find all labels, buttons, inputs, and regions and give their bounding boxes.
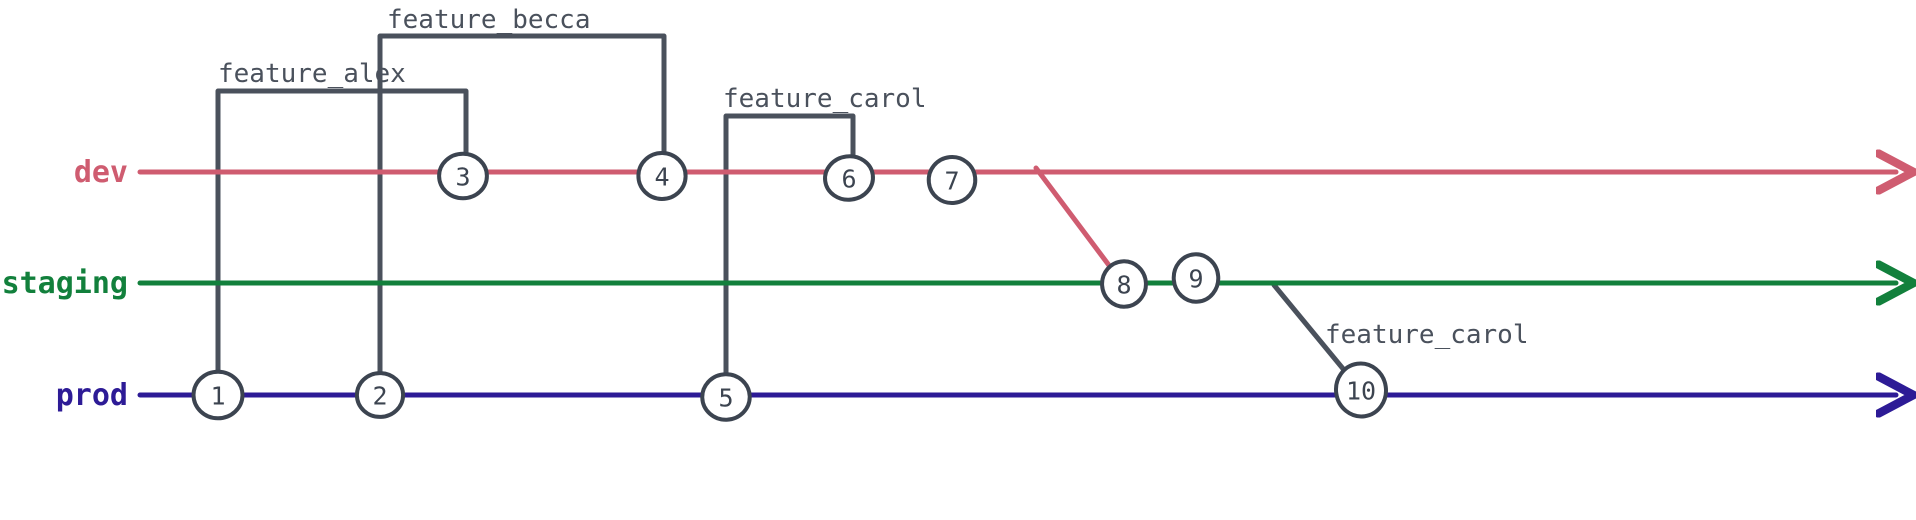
commit-circle-6 (823, 154, 875, 202)
commit-circle-3 (437, 151, 489, 201)
commit-circle-1 (191, 369, 245, 421)
commit-circle-8 (1100, 259, 1148, 309)
commit-label-2: 2 (372, 382, 387, 411)
commit-circle-9 (1171, 252, 1221, 304)
commit-nodes: 1 2 3 4 5 6 7 8 9 10 (191, 151, 1390, 422)
commit-circle-10 (1334, 361, 1388, 419)
lane-label-staging: staging (2, 266, 128, 301)
commit-node-5[interactable]: 5 (700, 372, 752, 422)
commit-node-9[interactable]: 9 (1171, 252, 1221, 304)
lane-label-dev: dev (74, 155, 128, 190)
branch-label-feature-alex-0: feature_alex (218, 59, 406, 89)
commit-label-4: 4 (654, 163, 669, 192)
commit-label-3: 3 (455, 163, 470, 192)
commit-circle-4 (636, 151, 688, 201)
branch-path-feature-carol (723, 113, 856, 400)
commit-node-6[interactable]: 6 (822, 153, 875, 202)
branch-label-feature-carol-3: feature_carol (1325, 320, 1529, 350)
lane-labels: dev staging prod (2, 155, 128, 413)
merge-paths (1033, 165, 1117, 275)
commit-node-10[interactable]: 10 (1333, 360, 1390, 420)
branch-label-feature-carol-2: feature_carol (723, 84, 927, 114)
commit-node-2[interactable]: 2 (354, 371, 406, 419)
branch-path-feature-carol-merge (1271, 282, 1352, 379)
commit-node-1[interactable]: 1 (191, 369, 245, 421)
commit-node-4[interactable]: 4 (636, 151, 688, 201)
commit-label-5: 5 (718, 384, 733, 413)
commit-circle-7 (926, 155, 978, 205)
lane-lines (137, 172, 1896, 395)
commit-label-10: 10 (1346, 377, 1376, 406)
branch-paths (215, 33, 1352, 400)
commit-node-3[interactable]: 3 (437, 151, 489, 201)
commit-circle-2 (354, 371, 406, 419)
commit-label-8: 8 (1116, 271, 1131, 300)
lane-label-prod: prod (56, 378, 128, 413)
commit-circle-5 (700, 372, 752, 422)
commit-label-6: 6 (841, 165, 856, 194)
branch-path-feature-becca (377, 33, 667, 400)
commit-label-1: 1 (210, 382, 225, 411)
commit-node-8[interactable]: 8 (1100, 259, 1148, 309)
branch-label-feature-becca-1: feature_becca (387, 5, 591, 35)
commit-label-9: 9 (1188, 265, 1203, 294)
merge-path-dev-to-staging-merge (1033, 165, 1117, 275)
branch-path-feature-alex (215, 88, 469, 398)
branch-labels: feature_alexfeature_beccafeature_carolfe… (218, 5, 1529, 350)
commit-node-7[interactable]: 7 (926, 155, 978, 206)
commit-label-7: 7 (944, 167, 959, 196)
